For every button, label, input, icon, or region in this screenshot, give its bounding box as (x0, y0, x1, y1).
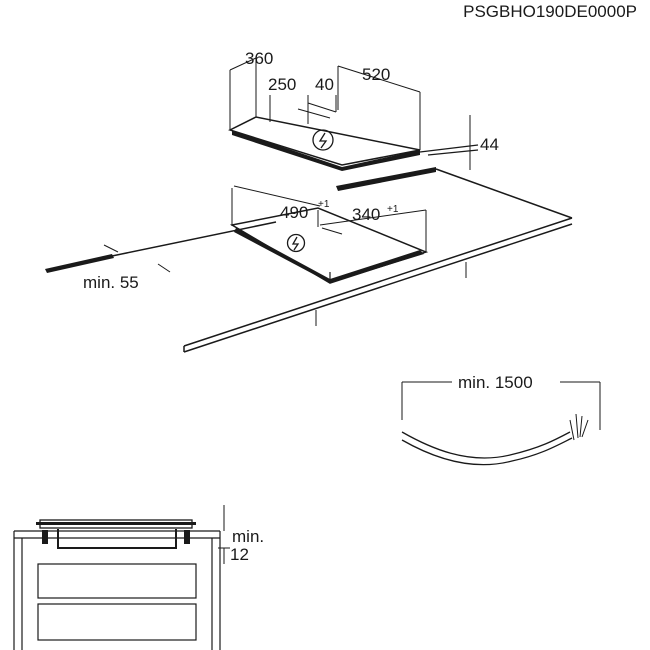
hob-depth-label: 360 (245, 49, 273, 68)
cutout-dimension-lines (103, 185, 427, 273)
side-view-min-label: min. (232, 527, 264, 546)
side-view-min-value: 12 (230, 545, 249, 564)
power-symbol-icon (312, 129, 334, 151)
hob-dimension-lines (229, 57, 471, 170)
side-view-illustration (13, 505, 230, 650)
hob-illustration (228, 116, 479, 171)
cable-min-length-label: min. 1500 (458, 373, 533, 392)
document-code: PSGBHO190DE0000P (463, 2, 637, 21)
hob-width-label: 520 (362, 65, 390, 84)
hob-offset-a-label: 250 (268, 75, 296, 94)
cutout-depth-tolerance: +1 (387, 204, 399, 215)
cutout-width-label: 490 (280, 203, 308, 222)
cutout-power-symbol-icon (286, 233, 306, 253)
hob-offset-b-label: 40 (315, 75, 334, 94)
min-front-distance-label: min. 55 (83, 273, 139, 292)
cutout-depth-label: 340 (352, 205, 380, 224)
cutout-width-tolerance: +1 (318, 199, 330, 210)
worktop-illustration (45, 167, 573, 353)
cable-illustration (401, 381, 601, 466)
hob-height-label: 44 (480, 135, 499, 154)
